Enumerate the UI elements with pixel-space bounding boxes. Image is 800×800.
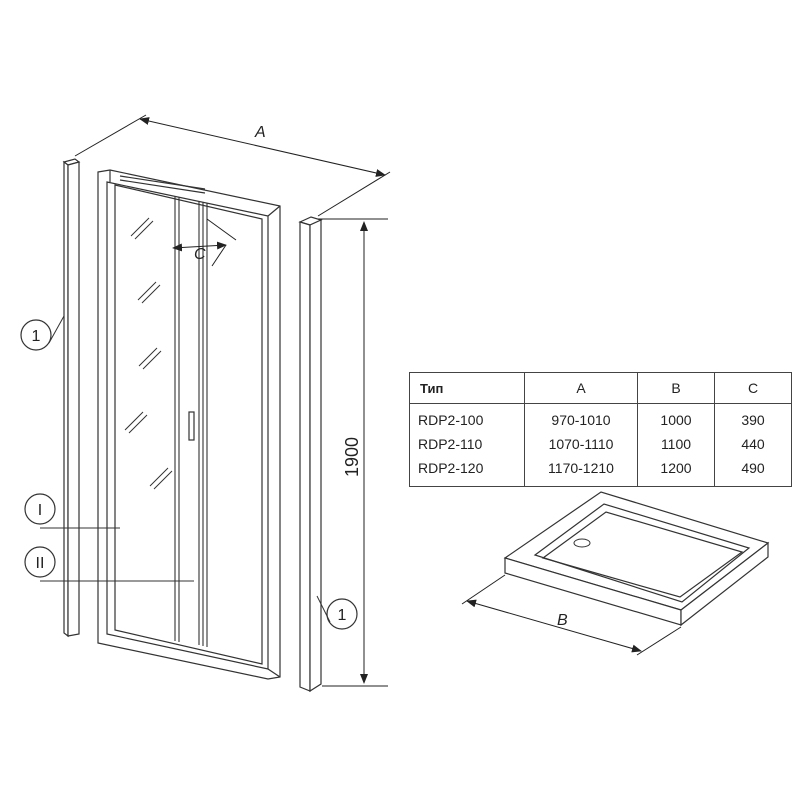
header-a: A bbox=[524, 372, 638, 404]
callout-profile-left-label: 1 bbox=[32, 328, 41, 345]
wall-profile-left bbox=[62, 158, 81, 638]
cell-c: 440 bbox=[714, 432, 792, 456]
glass-reflection-marks bbox=[124, 217, 173, 490]
callout-profile-right-label: 1 bbox=[338, 607, 347, 624]
header-type: Тип bbox=[409, 372, 525, 404]
cell-a: 1170-1210 bbox=[524, 456, 638, 487]
cell-a: 970-1010 bbox=[524, 403, 638, 432]
table-row: RDP2-110 1070-1110 1100 440 bbox=[409, 432, 792, 456]
dimension-b-label: B bbox=[557, 612, 568, 629]
spec-table-header: Тип A B C bbox=[409, 372, 792, 404]
tray-drain bbox=[573, 538, 591, 548]
cell-b: 1100 bbox=[637, 432, 715, 456]
door-leaves bbox=[174, 196, 208, 647]
door-handle bbox=[188, 411, 195, 441]
dimension-height-label: 1900 bbox=[342, 437, 362, 477]
table-row: RDP2-100 970-1010 1000 390 bbox=[409, 403, 792, 432]
callout-glass-leaf-label: II bbox=[36, 555, 45, 572]
cell-c: 390 bbox=[714, 403, 792, 432]
dimension-a-label: A bbox=[254, 124, 266, 141]
header-b: B bbox=[637, 372, 715, 404]
callout-glass-leaf bbox=[24, 546, 194, 582]
cell-b: 1000 bbox=[637, 403, 715, 432]
shower-tray bbox=[503, 491, 770, 627]
cell-a: 1070-1110 bbox=[524, 432, 638, 456]
dimension-c-label: C bbox=[194, 246, 206, 263]
callout-glass-fixed-label: I bbox=[38, 502, 42, 519]
cell-c: 490 bbox=[714, 456, 792, 487]
table-row: RDP2-120 1170-1210 1200 490 bbox=[409, 456, 792, 487]
dimension-b bbox=[461, 574, 682, 656]
dimension-height bbox=[318, 218, 388, 687]
wall-profile-right bbox=[298, 216, 323, 693]
callout-glass-fixed bbox=[24, 493, 120, 529]
cell-type: RDP2-110 bbox=[409, 432, 525, 456]
spec-table: Тип A B C RDP2-100 970-1010 1000 390 RDP… bbox=[409, 372, 792, 487]
callout-profile-left bbox=[20, 315, 65, 351]
dimension-c bbox=[172, 218, 237, 267]
header-c: C bbox=[714, 372, 792, 404]
cell-type: RDP2-120 bbox=[409, 456, 525, 487]
cell-b: 1200 bbox=[637, 456, 715, 487]
callout-profile-right bbox=[316, 595, 358, 630]
cell-type: RDP2-100 bbox=[409, 403, 525, 432]
dimension-a bbox=[74, 114, 391, 217]
